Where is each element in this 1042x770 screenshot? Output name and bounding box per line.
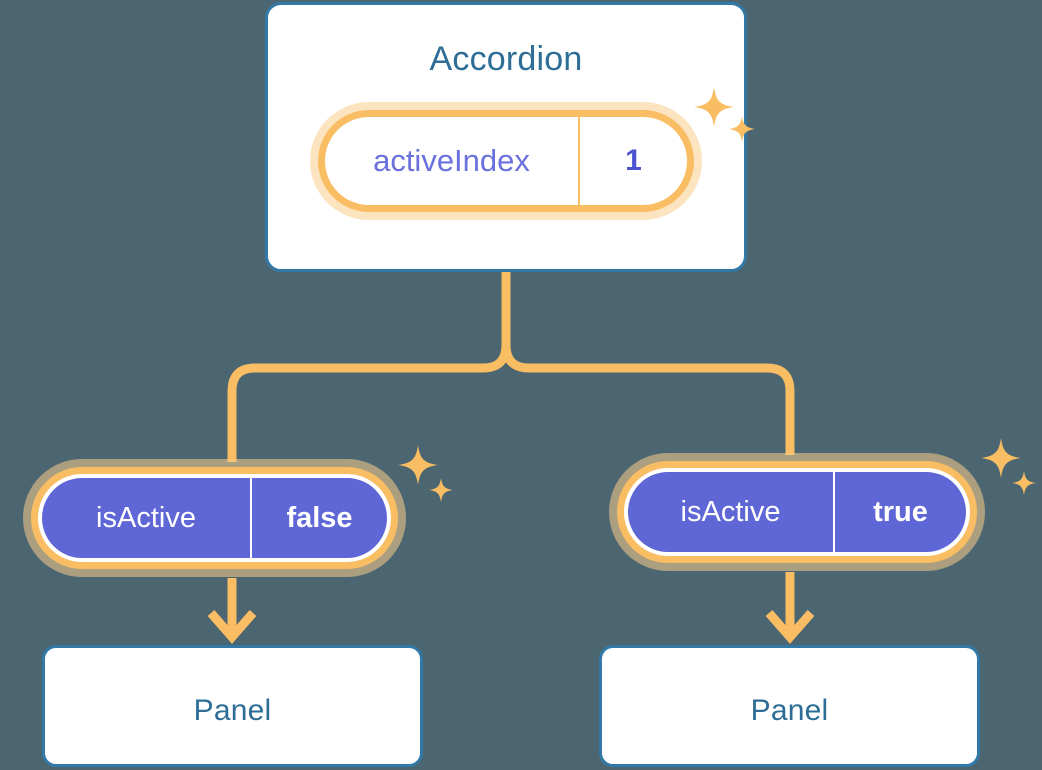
sparkle-icon-right (981, 438, 1036, 495)
arrow-down-icon-right (765, 572, 815, 644)
state-key-is-active-right: isActive (628, 472, 835, 552)
component-title-panel-left: Panel (193, 694, 272, 727)
arrow-down-icon-left (207, 578, 257, 644)
state-key-active-index: activeIndex (325, 117, 580, 205)
connector-branch-left (227, 344, 511, 462)
component-title-panel-right: Panel (750, 694, 829, 727)
state-value-is-active-left: false (286, 501, 353, 534)
state-pill-is-active-true[interactable]: isActive true (624, 468, 970, 556)
component-card-panel-right[interactable]: Panel (599, 645, 980, 767)
state-pill-active-index[interactable]: activeIndex 1 (318, 110, 694, 212)
component-card-panel-left[interactable]: Panel (42, 645, 423, 767)
state-value-active-index: 1 (625, 144, 642, 177)
sparkle-icon-left (398, 445, 453, 502)
component-title-accordion: Accordion (429, 40, 583, 78)
state-key-is-active-left: isActive (42, 478, 252, 558)
state-value-is-active-right: true (873, 495, 928, 528)
state-pill-is-active-false[interactable]: isActive false (38, 474, 391, 562)
connector-branch-right (501, 344, 795, 455)
